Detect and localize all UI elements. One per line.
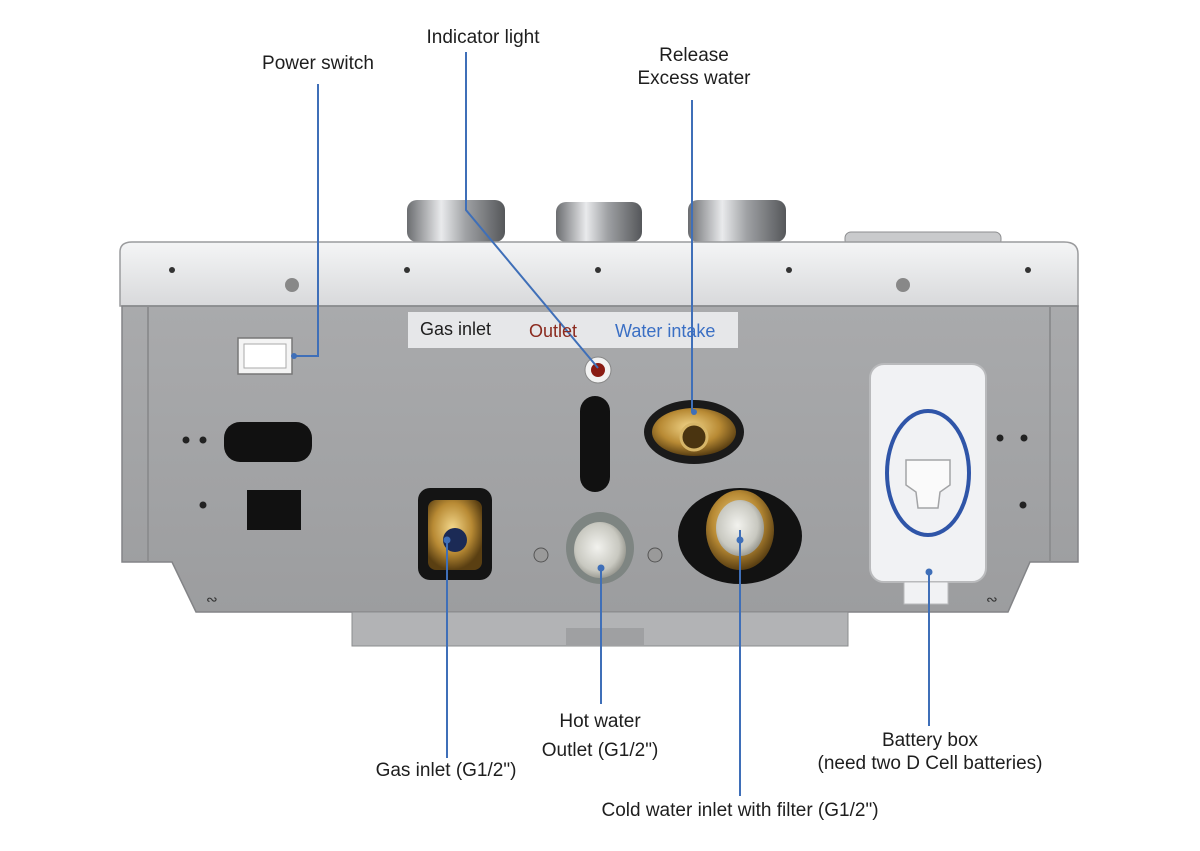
svg-text:∾: ∾ xyxy=(986,592,998,608)
release-excess-water-label: Release Excess water xyxy=(604,44,784,90)
hot-water-outlet-label: Hot water Outlet (G1/2") xyxy=(500,707,700,765)
top-plate-screws xyxy=(169,267,1031,292)
battery-box-label: Battery box (need two D Cell batteries) xyxy=(780,729,1080,775)
indicator-light-leader xyxy=(465,52,599,369)
hot-water-line2: Outlet (G1/2") xyxy=(541,740,659,761)
top-plate xyxy=(119,241,1079,307)
left-vent-slot xyxy=(224,422,312,462)
battery-line1: Battery box xyxy=(881,730,979,751)
indicator-light-label: Indicator light xyxy=(426,27,540,48)
hot-water-line1: Hot water xyxy=(559,711,641,732)
left-square-opening xyxy=(247,490,301,530)
gas-inlet-label: Gas inlet (G1/2") xyxy=(375,760,517,781)
top-knobs xyxy=(407,200,1002,247)
center-slot xyxy=(580,396,610,492)
label-strip xyxy=(408,312,738,348)
leader-lines xyxy=(294,52,930,796)
left-knob[interactable] xyxy=(407,200,505,242)
battery-box-highlight-ring xyxy=(885,409,971,537)
power-switch-leader xyxy=(294,84,319,357)
release-line1: Release xyxy=(659,45,729,66)
panel-label-outlet: Outlet xyxy=(529,321,578,341)
center-knob[interactable] xyxy=(556,202,642,242)
battery-line2: (need two D Cell batteries) xyxy=(817,753,1043,774)
power-switch-label: Power switch xyxy=(262,53,374,74)
svg-text:∾: ∾ xyxy=(206,592,218,608)
cold-water-inlet-label: Cold water inlet with filter (G1/2") xyxy=(601,800,879,821)
right-knob[interactable] xyxy=(688,200,786,242)
battery-latch[interactable] xyxy=(905,459,951,509)
panel-label-water-intake: Water intake xyxy=(615,321,716,341)
panel-label-gas-inlet: Gas inlet xyxy=(420,319,492,339)
release-line2: Excess water xyxy=(637,68,751,89)
